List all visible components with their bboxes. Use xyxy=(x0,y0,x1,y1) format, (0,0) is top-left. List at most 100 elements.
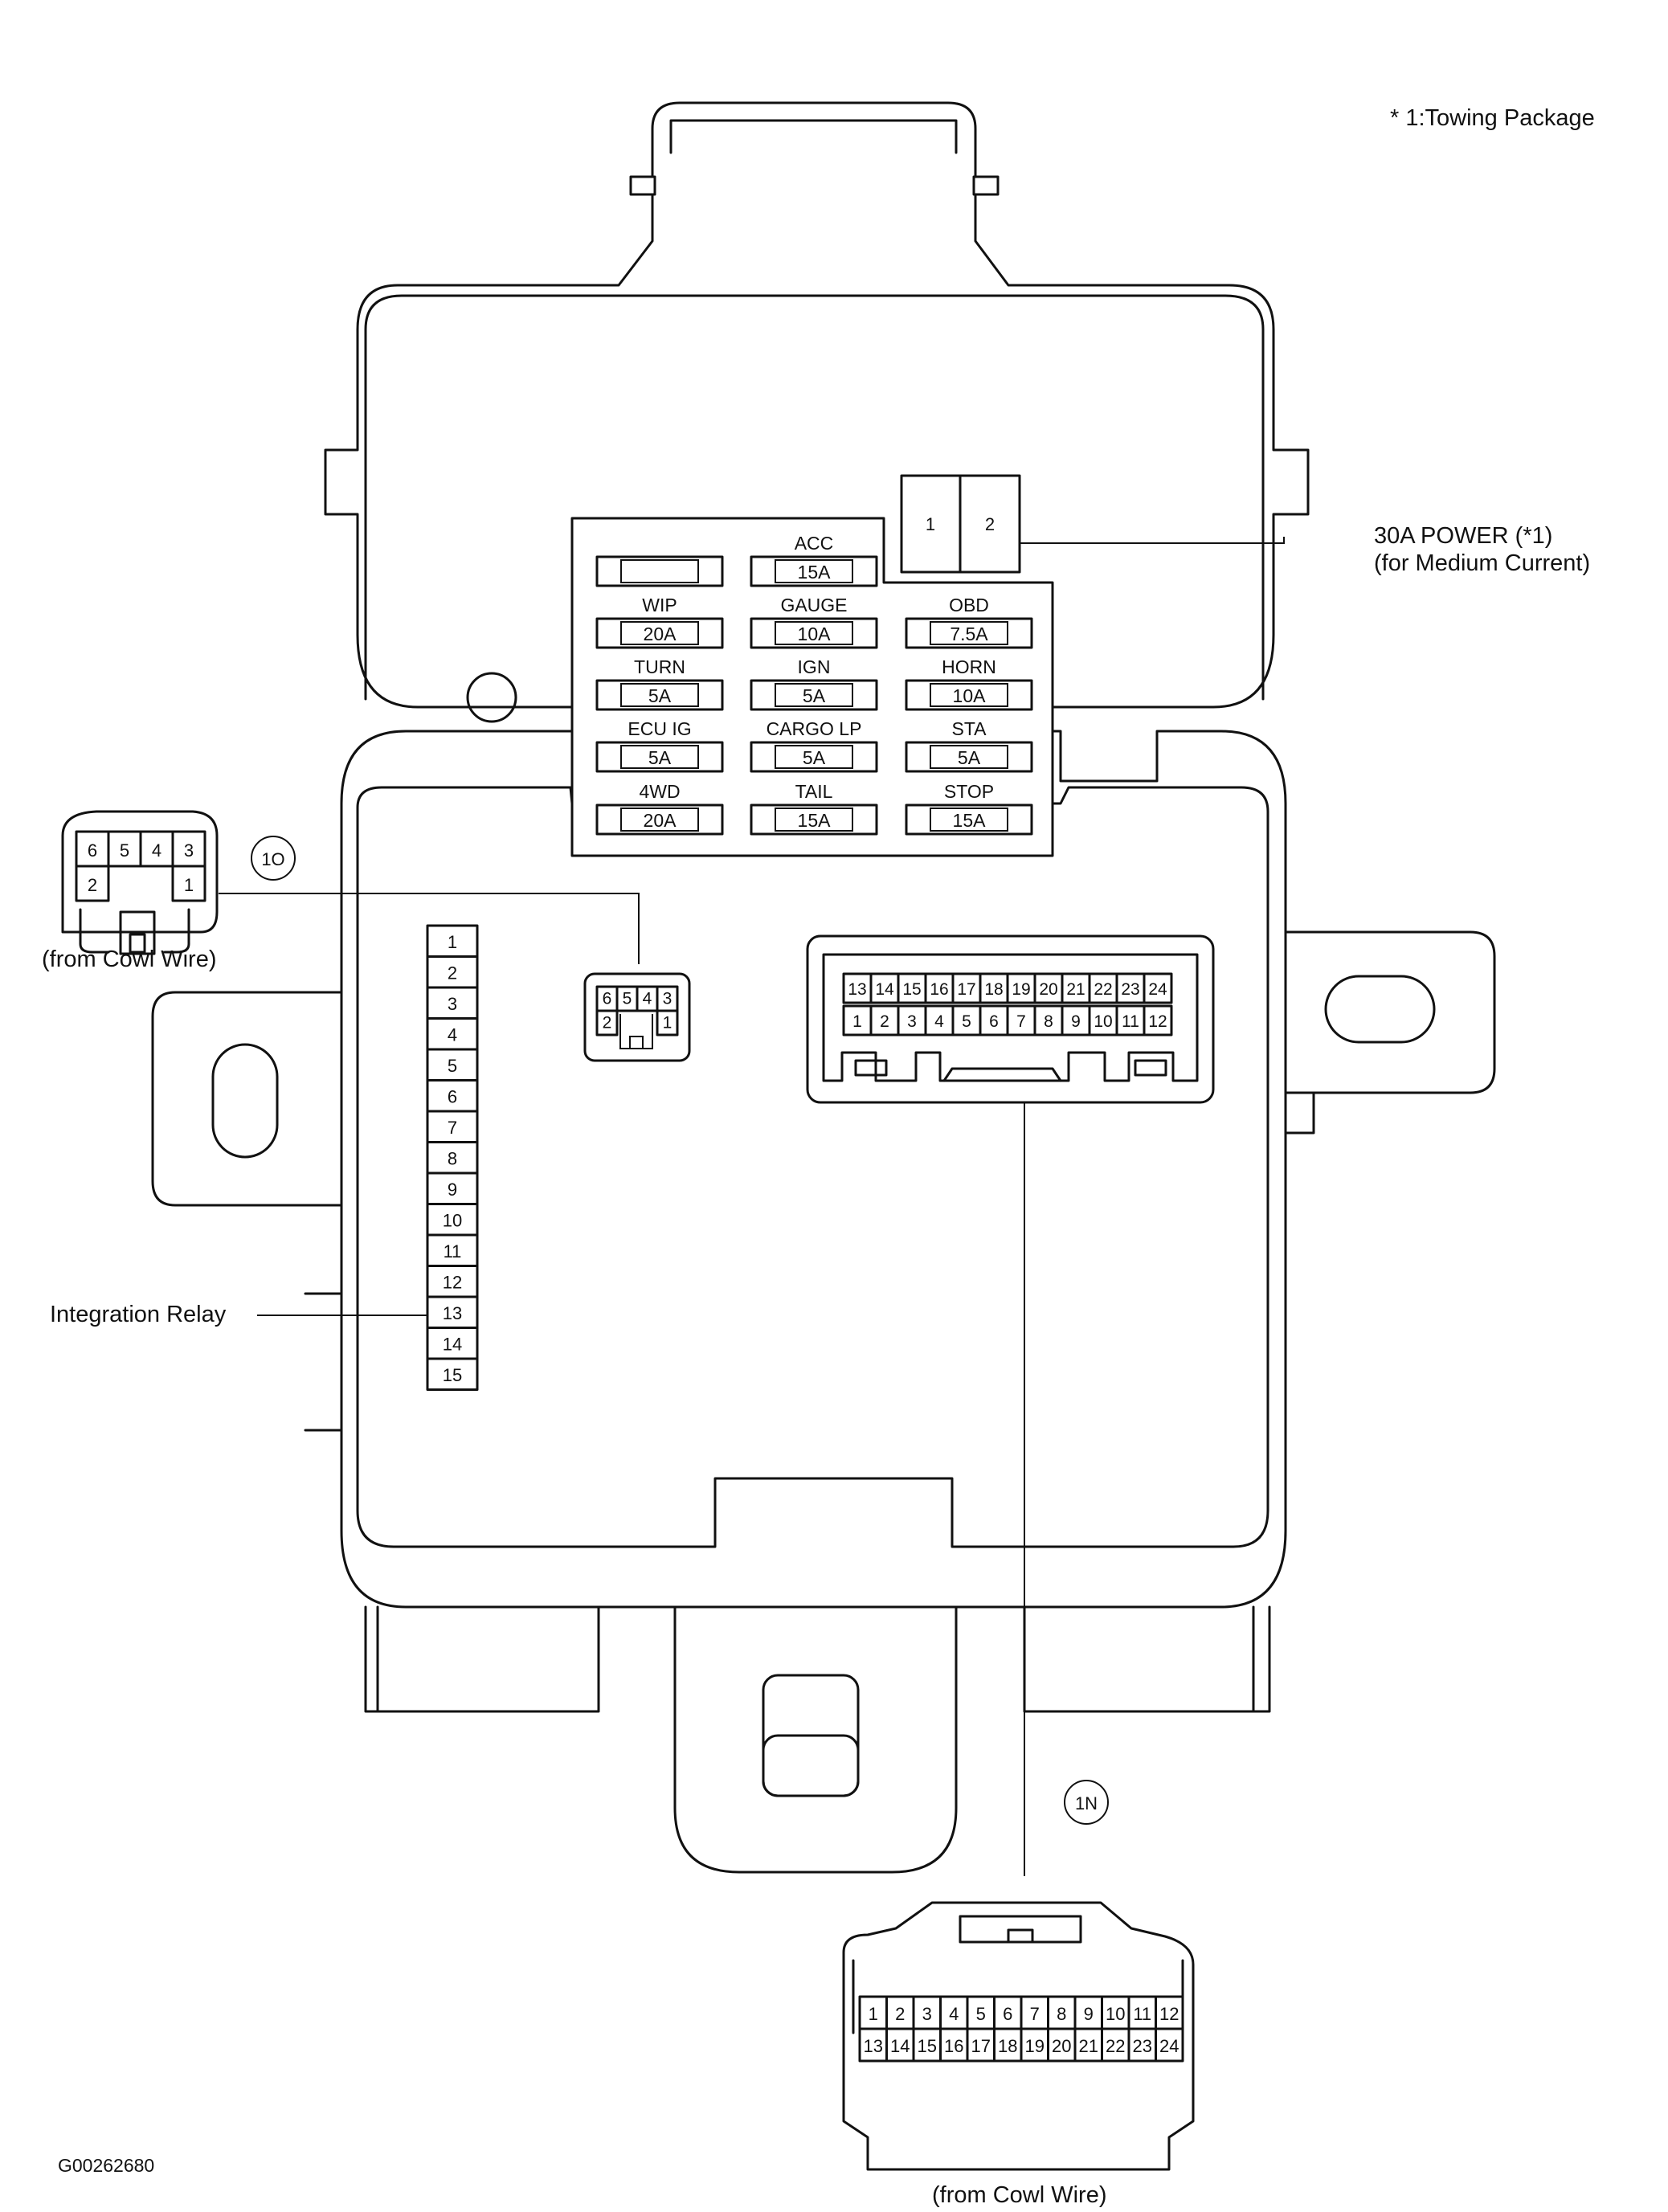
connector-pin: 13 xyxy=(848,980,866,999)
fuse-rating: 15A xyxy=(953,810,987,831)
connector-pin: 20 xyxy=(1039,980,1057,999)
connector-pin: 10 xyxy=(1094,1012,1112,1031)
fuse-name: STOP xyxy=(944,781,994,802)
connector-pin: 3 xyxy=(907,1012,917,1031)
connector-pin: 1 xyxy=(184,875,194,895)
connector-pin: 22 xyxy=(1094,980,1112,999)
connector-pin: 16 xyxy=(930,980,948,999)
fuse-rating: 15A xyxy=(798,810,832,831)
relay-pin: 1 xyxy=(448,932,457,952)
connector-pin: 3 xyxy=(663,990,673,1008)
connector-pin: 14 xyxy=(890,2036,910,2056)
power-label-line2: (for Medium Current) xyxy=(1374,550,1590,576)
relay-pin-2: 2 xyxy=(985,514,995,534)
fuse-name: IGN xyxy=(798,656,831,677)
relay-pin: 12 xyxy=(443,1273,462,1293)
fuse-sta: 5A STA xyxy=(905,718,1033,773)
connector-pin: 12 xyxy=(1159,2004,1179,2024)
connector-pin: 4 xyxy=(949,2004,959,2024)
fuse-name: HORN xyxy=(942,656,996,677)
fuse-name: TURN xyxy=(634,656,685,677)
connector-pin: 6 xyxy=(1003,2004,1012,2024)
connector-1n-badge: 1N xyxy=(1075,1793,1098,1813)
fuse-name: STA xyxy=(951,718,987,739)
fuse-name: WIP xyxy=(642,595,677,615)
relay-pin: 15 xyxy=(443,1365,462,1385)
connector-pin: 20 xyxy=(1052,2036,1071,2056)
connector-pin: 1 xyxy=(663,1014,673,1032)
fuse-name: ECU IG xyxy=(628,718,691,739)
fuse-rating: 7.5A xyxy=(950,624,988,644)
fuse-rating: 20A xyxy=(644,810,677,831)
relay-pin: 6 xyxy=(448,1087,457,1107)
fuse-gauge: 10A GAUGE xyxy=(750,595,878,649)
connector-pin: 5 xyxy=(976,2004,986,2024)
fuse-rating: 20A xyxy=(644,624,677,644)
relay-pin: 2 xyxy=(448,963,457,983)
power-label-line1: 30A POWER (*1) xyxy=(1374,523,1552,549)
relay-pin-1: 1 xyxy=(926,514,935,534)
connector-1o-plug: 6 5 4 3 2 1 xyxy=(61,810,219,955)
from-cowl-bottom-label: (from Cowl Wire) xyxy=(932,2182,1107,2208)
connector-pin: 14 xyxy=(875,980,894,999)
connector-pin: 2 xyxy=(895,2004,905,2024)
connector-pin: 4 xyxy=(643,990,652,1008)
fuse-name: GAUGE xyxy=(780,595,847,615)
connector-pin: 7 xyxy=(1030,2004,1040,2024)
fuse-rating: 5A xyxy=(803,685,826,706)
towing-note: * 1:Towing Package xyxy=(1390,105,1595,131)
connector-pin: 9 xyxy=(1071,1012,1081,1031)
connector-pin: 5 xyxy=(623,990,632,1008)
connector-pin: 23 xyxy=(1133,2036,1152,2056)
fuse-wip: 20A WIP xyxy=(595,595,724,649)
fuse-name: OBD xyxy=(949,595,989,615)
connector-pin: 11 xyxy=(1133,2004,1151,2024)
connector-pin: 12 xyxy=(1148,1012,1167,1031)
connector-pin: 1 xyxy=(852,1012,862,1031)
connector-pin: 10 xyxy=(1106,2004,1125,2024)
connector-pin: 17 xyxy=(957,980,975,999)
fuse-horn: 10A HORN xyxy=(905,656,1033,711)
connector-pin: 17 xyxy=(971,2036,991,2056)
fuse-stop: 15A STOP xyxy=(905,781,1033,836)
relay-pin: 11 xyxy=(444,1241,462,1261)
connector-pin: 7 xyxy=(1016,1012,1026,1031)
fuse-rating: 10A xyxy=(798,624,832,644)
fuse-name: TAIL xyxy=(795,781,833,802)
fuse-tail: 15A TAIL xyxy=(750,781,878,836)
connector-pin: 4 xyxy=(152,840,161,861)
relay-pin: 3 xyxy=(448,994,457,1014)
fuse-ign: 5A IGN xyxy=(750,656,878,711)
fuse-rating: 5A xyxy=(958,747,981,768)
connector-pin: 16 xyxy=(944,2036,963,2056)
connector-pin: 13 xyxy=(864,2036,883,2056)
connector-pin: 1 xyxy=(869,2004,878,2024)
fuse-rating: 10A xyxy=(953,685,987,706)
connector-pin: 6 xyxy=(88,840,97,861)
connector-pin: 8 xyxy=(1044,1012,1053,1031)
connector-pin: 8 xyxy=(1057,2004,1066,2024)
connector-pin: 11 xyxy=(1122,1012,1139,1031)
connector-pin: 21 xyxy=(1079,2036,1098,2056)
fuse-rating: 5A xyxy=(803,747,826,768)
relay-pin: 5 xyxy=(448,1056,457,1076)
relay-pin: 7 xyxy=(448,1118,457,1138)
from-cowl-left-label: (from Cowl Wire) xyxy=(42,947,217,972)
relay-pin: 13 xyxy=(443,1303,462,1323)
relay-pin: 14 xyxy=(443,1335,462,1355)
connector-pin: 5 xyxy=(120,840,129,861)
fuse-name: CARGO LP xyxy=(767,718,862,739)
relay-pin: 8 xyxy=(448,1149,457,1169)
fuse-name: 4WD xyxy=(639,781,680,802)
connector-pin: 2 xyxy=(603,1014,612,1032)
connector-pin: 3 xyxy=(184,840,194,861)
connector-pin: 2 xyxy=(88,875,97,895)
